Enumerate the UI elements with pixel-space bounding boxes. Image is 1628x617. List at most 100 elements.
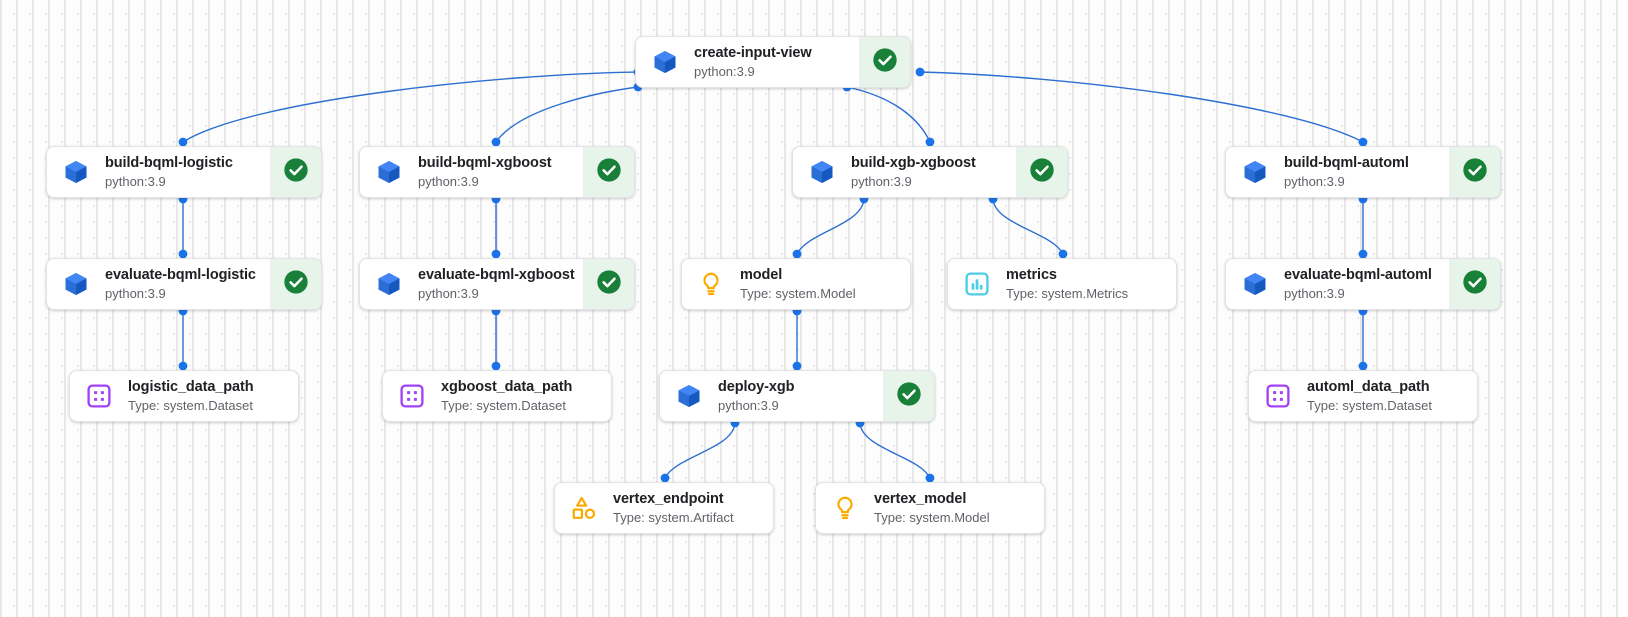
node-body: deploy-xgb python:3.9 (660, 371, 883, 421)
node-subtitle: Type: system.Dataset (128, 398, 253, 413)
cube-icon (1240, 269, 1270, 299)
node-text: build-bqml-automl python:3.9 (1284, 154, 1409, 190)
node-evaluate-bqml-automl[interactable]: evaluate-bqml-automl python:3.9 (1225, 258, 1501, 310)
node-evaluate-bqml-xgboost[interactable]: evaluate-bqml-xgboost python:3.9 (359, 258, 635, 310)
edge (842, 82, 935, 147)
edge (491, 194, 501, 259)
check-circle-icon (895, 380, 923, 413)
check-circle-icon (1461, 156, 1489, 189)
check-circle-icon (595, 268, 623, 301)
node-build-bqml-automl[interactable]: build-bqml-automl python:3.9 (1225, 146, 1501, 198)
node-title: automl_data_path (1307, 379, 1430, 395)
status-badge[interactable] (1016, 147, 1067, 197)
node-subtitle: python:3.9 (105, 286, 166, 301)
node-text: evaluate-bqml-xgboost python:3.9 (418, 266, 575, 302)
node-subtitle: Type: system.Metrics (1006, 286, 1129, 301)
dataset-icon (84, 381, 114, 411)
edge (178, 306, 188, 371)
status-badge[interactable] (1449, 147, 1500, 197)
node-text: deploy-xgb python:3.9 (718, 378, 794, 414)
node-title: build-bqml-logistic (105, 155, 233, 171)
node-title: build-xgb-xgboost (851, 155, 976, 171)
status-badge[interactable] (583, 147, 634, 197)
check-circle-icon (282, 156, 310, 189)
status-badge[interactable] (883, 371, 934, 421)
node-subtitle: Type: system.Artifact (613, 510, 734, 525)
cube-icon (374, 157, 404, 187)
status-badge[interactable] (270, 259, 321, 309)
node-title: build-bqml-automl (1284, 155, 1409, 171)
node-body: evaluate-bqml-automl python:3.9 (1226, 259, 1449, 309)
node-subtitle: python:3.9 (105, 174, 166, 189)
status-badge[interactable] (270, 147, 321, 197)
node-body: evaluate-bqml-xgboost python:3.9 (360, 259, 583, 309)
status-badge[interactable] (859, 37, 910, 87)
cube-icon (1240, 157, 1270, 187)
node-title: build-bqml-xgboost (418, 155, 552, 171)
node-deploy-xgb[interactable]: deploy-xgb python:3.9 (659, 370, 935, 422)
node-text: evaluate-bqml-automl python:3.9 (1284, 266, 1432, 302)
node-title: create-input-view (694, 45, 812, 61)
cube-icon (61, 157, 91, 187)
lightbulb-icon (696, 269, 726, 299)
node-subtitle: Type: system.Dataset (1307, 398, 1432, 413)
status-badge[interactable] (1449, 259, 1500, 309)
node-title: vertex_endpoint (613, 491, 724, 507)
edge (178, 67, 643, 147)
edge (1358, 194, 1368, 259)
status-badge[interactable] (583, 259, 634, 309)
node-body: build-bqml-automl python:3.9 (1226, 147, 1449, 197)
check-circle-icon (1461, 268, 1489, 301)
node-subtitle: python:3.9 (1284, 174, 1345, 189)
cube-icon (674, 381, 704, 411)
node-title: evaluate-bqml-xgboost (418, 267, 575, 283)
edge (178, 194, 188, 259)
bar-chart-icon (962, 269, 992, 299)
node-body: build-bqml-logistic python:3.9 (47, 147, 270, 197)
edge (792, 194, 869, 259)
node-build-bqml-logistic[interactable]: build-bqml-logistic python:3.9 (46, 146, 322, 198)
cube-icon (807, 157, 837, 187)
edge (855, 418, 935, 483)
node-subtitle: python:3.9 (1284, 286, 1345, 301)
edge (491, 82, 643, 147)
edge (660, 418, 740, 483)
node-title: vertex_model (874, 491, 967, 507)
lightbulb-icon (830, 493, 860, 523)
cube-icon (374, 269, 404, 299)
edge (792, 306, 802, 371)
edge (491, 306, 501, 371)
edge (988, 194, 1068, 259)
node-subtitle: python:3.9 (718, 398, 779, 413)
node-title: metrics (1006, 267, 1057, 283)
check-circle-icon (282, 268, 310, 301)
node-subtitle: Type: system.Model (740, 286, 856, 301)
node-title: evaluate-bqml-automl (1284, 267, 1432, 283)
node-title: deploy-xgb (718, 379, 795, 395)
node-subtitle: python:3.9 (418, 286, 479, 301)
